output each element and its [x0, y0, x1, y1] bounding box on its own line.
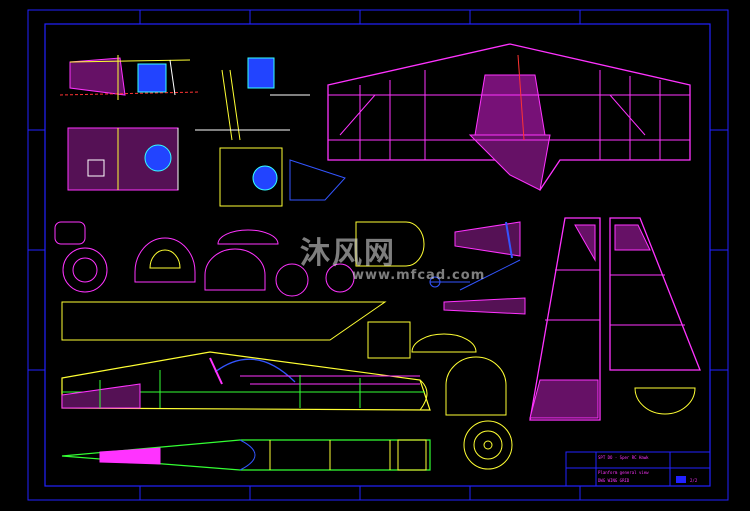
wing-planform — [327, 43, 691, 192]
sheet-parts — [61, 301, 507, 416]
frame-ticks — [28, 10, 728, 500]
site-watermark: 沐风网 www.mfcad.com — [300, 228, 485, 283]
watermark-title: 沐风网 — [300, 236, 396, 271]
title-block-line2: Planform general view — [598, 470, 649, 475]
watermark-url: www.mfcad.com — [352, 268, 486, 283]
outer-frame — [27, 9, 729, 501]
wheel-part — [463, 420, 513, 470]
vertical-fin — [529, 217, 701, 421]
title-block: SPT DO - Sper RC Hawk Planform general v… — [565, 451, 711, 487]
tail-parts — [429, 221, 526, 315]
fuselage-formers — [54, 221, 425, 297]
nose-top-view — [67, 127, 179, 191]
fuselage-side-view — [61, 351, 431, 411]
title-block-line3: DWG WING GRID — [598, 478, 630, 483]
engine-mount-views — [195, 57, 346, 207]
fuselage-top-view — [61, 439, 431, 471]
title-block-line1: SPT DO - Sper RC Hawk — [598, 455, 649, 460]
inner-frame — [44, 23, 711, 487]
title-block-sheet: 2/2 — [690, 478, 698, 483]
nose-side-view — [59, 55, 201, 100]
